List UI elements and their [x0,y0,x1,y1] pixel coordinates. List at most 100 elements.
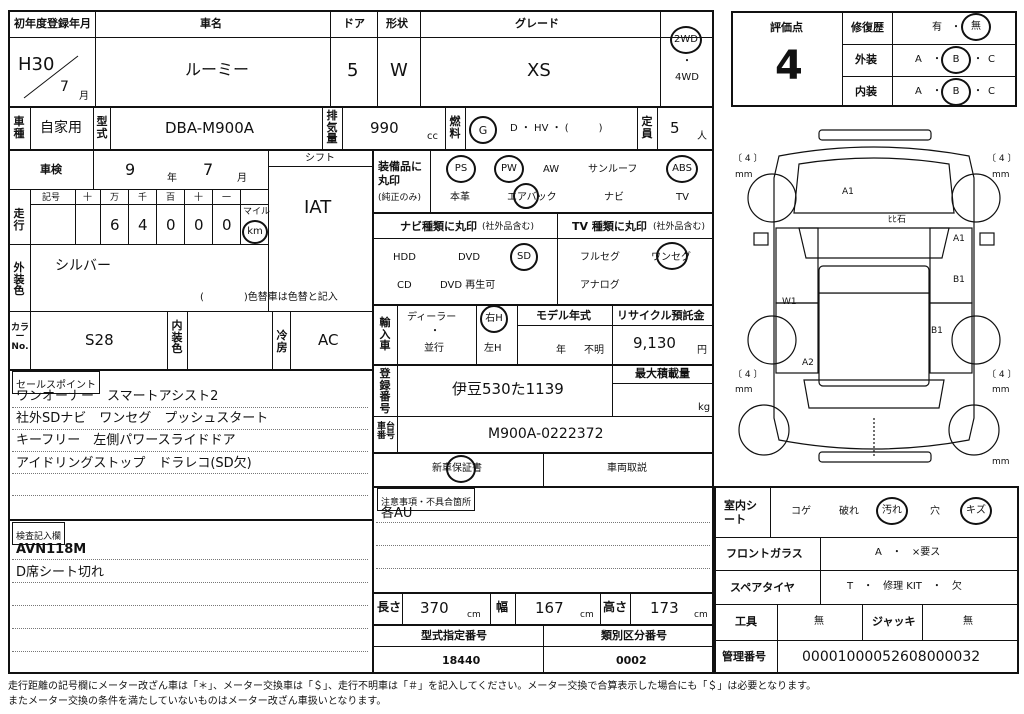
diagram-bracket: 〔 4 〕 [733,154,763,164]
ac-value: AC [318,331,339,349]
import-left: 左H [484,343,502,354]
ext-sep: ・ [932,54,942,65]
cond-koge: コゲ [791,506,811,517]
fuel-rest: D ・ HV ・ ( ) [510,123,603,134]
disp-unit: cc [427,131,438,142]
repair-sep: ・ [951,22,961,33]
category-label: 類別区分番号 [601,629,667,642]
model-year-unit: 年 [556,345,566,356]
ext-sep: ・ [973,54,983,65]
navi-label: ナビ種類に丸印 [400,220,477,233]
navi-sub: (社外品含む) [482,222,535,232]
mileage-digit: 0 [222,216,232,234]
shape-value: W [390,60,408,81]
diagram-bracket: 〔 4 〕 [733,370,763,380]
inspector-line: D席シート切れ [16,565,105,580]
inspection-month-unit: 月 [237,173,247,184]
cond-ana: 穴 [930,506,940,517]
category-value: 0002 [616,654,647,667]
shift-label: シフト [305,153,335,164]
drive-2wd-circled: 2WD [670,26,702,54]
first-reg-label: 初年度登録年月 [14,17,91,30]
sales-label-box: セールスポイント [12,371,100,394]
height-label: 高さ [603,600,628,614]
color-label: 外装色 [13,261,25,298]
door-label: ドア [343,17,365,30]
inspection-year: 9 [125,160,136,179]
tv-fullseg: フルセグ [580,252,620,263]
inspection-label: 車検 [40,163,62,176]
disp-value: 990 [370,119,399,137]
int-grade-b-circled: B [941,78,971,106]
mileage-digit: 0 [166,216,176,234]
type-value: DBA-M900A [165,119,255,137]
registration-label: 登録番号 [379,367,391,415]
cap-value: 5 [670,119,680,137]
cond-kizu-circled: キズ [960,497,992,525]
warranty-circle-mark [446,455,476,483]
mileage-digit: 4 [138,216,148,234]
color-value: シルバー [55,258,111,274]
color-code-value: S28 [85,331,114,349]
airbag-circle-mark [513,183,539,209]
length-label: 長さ [377,600,402,614]
max-load-unit: kg [698,402,711,413]
rating-label: 評価点 [770,21,803,34]
repair-label: 修復歴 [851,21,884,34]
mileage-col-jyu: 十 [194,193,204,203]
fuel-label: 燃料 [449,115,461,140]
length-value: 370 [420,599,449,617]
reg-month-unit: 月 [79,91,89,102]
recycle-value: 9,130 [633,334,676,352]
navi-sd-circled: SD [510,243,538,271]
width-label: 幅 [496,600,509,614]
navi-dvd-play: DVD 再生可 [440,280,496,291]
equip-navi: ナビ [604,192,624,203]
windshield-text: A ・ ×要ス [875,547,941,558]
int-sep: ・ [932,86,942,97]
mileage-digit: 0 [194,216,204,234]
max-load-label: 最大積載量 [635,367,690,380]
width-value: 167 [535,599,564,617]
damage-mark: A2 [802,358,814,368]
inspector-line: AVN118M [16,542,87,557]
repair-no-circled: 無 [961,13,991,41]
cap-label: 定員 [641,115,653,140]
damage-mark: W1 [782,297,797,307]
damage-mark: B1 [931,326,943,336]
tv-analog: アナログ [580,280,620,291]
mileage-col-ichi: 一 [222,193,232,203]
mile-label: マイル [243,207,271,217]
recycle-unit: 円 [697,345,707,356]
fuel-g-circled: G [469,116,497,144]
km-circled: km [242,220,268,244]
int-grade-a: A [915,86,922,97]
reg-slash-icon [23,55,79,99]
windshield-label: フロントガラス [726,547,803,560]
grade-value: XS [527,60,551,81]
sales-line: 社外SDナビ ワンセグ プッシュスタート [16,411,269,426]
reg-era: H30 [18,54,55,75]
car-diagram-icon [738,129,1001,463]
car-name-label: 車名 [200,17,222,30]
equip-abs-circled: ABS [666,155,698,183]
footer-line-2: またメーター交換の条件を満たしていないものはメーター改ざん車扱いとなります。 [8,696,387,707]
recycle-label: リサイクル預託金 [617,309,705,322]
inspection-month: 7 [203,160,214,179]
registration-value: 伊豆530た1139 [452,380,564,398]
tools-value: 無 [814,616,824,627]
cond-yogore-circled: 汚れ [876,497,908,525]
diagram-mm: mm [992,170,1010,180]
shape-label: 形状 [386,17,408,30]
equip-leather: 本革 [450,192,470,203]
model-spec-label: 型式指定番号 [421,629,487,642]
int-sep: ・ [973,86,983,97]
diagram-bracket: 〔 4 〕 [987,370,1017,380]
diagram-mm: mm [992,457,1010,467]
cond-yabure: 破れ [839,506,859,517]
import-right-circled: 右H [480,305,508,333]
drive-4wd: 4WD [675,72,699,83]
mileage-col-sen: 千 [138,193,148,203]
mileage-col-man: 万 [110,193,120,203]
sales-label: セールスポイント [16,380,96,391]
